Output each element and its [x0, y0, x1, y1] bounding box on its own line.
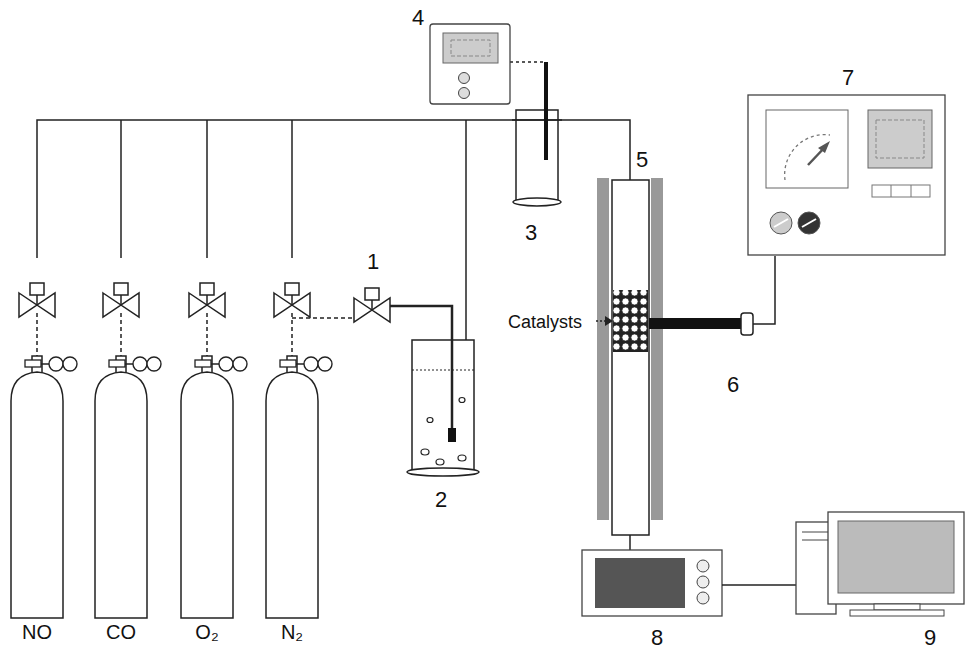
gas-label: NO — [22, 622, 52, 642]
callout-number: 9 — [924, 627, 936, 649]
gas-label: N₂ — [281, 622, 303, 642]
callout-number: 6 — [727, 374, 739, 396]
callout-number: 4 — [412, 7, 424, 29]
callout-number: 3 — [525, 222, 537, 244]
gas-label: CO — [106, 622, 136, 642]
callout-number: 7 — [842, 67, 854, 89]
callout-number: 5 — [636, 149, 648, 171]
callout-number: 2 — [435, 489, 447, 511]
gas-label: O₂ — [195, 622, 218, 642]
component-label: Catalysts — [508, 313, 582, 331]
callout-number: 1 — [367, 251, 379, 273]
callout-number: 8 — [651, 627, 663, 649]
